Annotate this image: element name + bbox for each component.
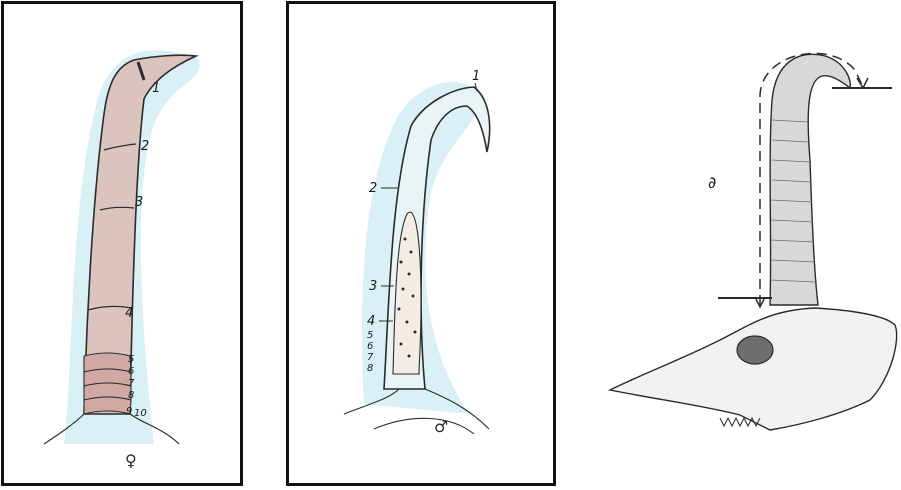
male-horn-section-drawing: 1 2 3 4 5 6 7 8 ♂ [289, 4, 559, 489]
label-7: 7 [367, 352, 374, 363]
label-8: 8 [367, 363, 373, 374]
panel-male-horn-section: 1 2 3 4 5 6 7 8 ♂ [286, 1, 556, 486]
horn [770, 54, 850, 305]
label-5: 5 [367, 330, 373, 341]
measurement-label: ∂ [708, 173, 716, 192]
female-horn-drawing: 1 2 3 4 5 6 7 8 9 10 ♀ [4, 4, 246, 489]
label-9: 9 [126, 406, 132, 417]
female-symbol: ♀ [125, 451, 137, 470]
label-8: 8 [128, 390, 134, 401]
label-1: 1 [152, 81, 160, 96]
label-2: 2 [369, 181, 377, 196]
label-6: 6 [367, 341, 373, 352]
skull-measurement-drawing: ∂ [600, 40, 901, 480]
label-3: 3 [369, 279, 377, 294]
eye-orbit [737, 336, 773, 364]
label-6: 6 [128, 366, 134, 377]
label-4: 4 [125, 306, 133, 321]
label-10: 10 [134, 408, 147, 419]
arrow-head-top [857, 78, 868, 88]
panel-female-horn: 1 2 3 4 5 6 7 8 9 10 ♀ [1, 1, 243, 486]
base-ring [84, 397, 131, 414]
label-1: 1 [472, 69, 480, 84]
label-7: 7 [128, 378, 135, 389]
label-2: 2 [141, 139, 149, 154]
male-symbol: ♂ [434, 417, 448, 436]
label-5: 5 [128, 354, 134, 365]
panel-skull-measurement: ∂ [600, 40, 901, 480]
label-4: 4 [367, 314, 375, 329]
skull [610, 308, 897, 430]
label-3: 3 [135, 195, 143, 210]
